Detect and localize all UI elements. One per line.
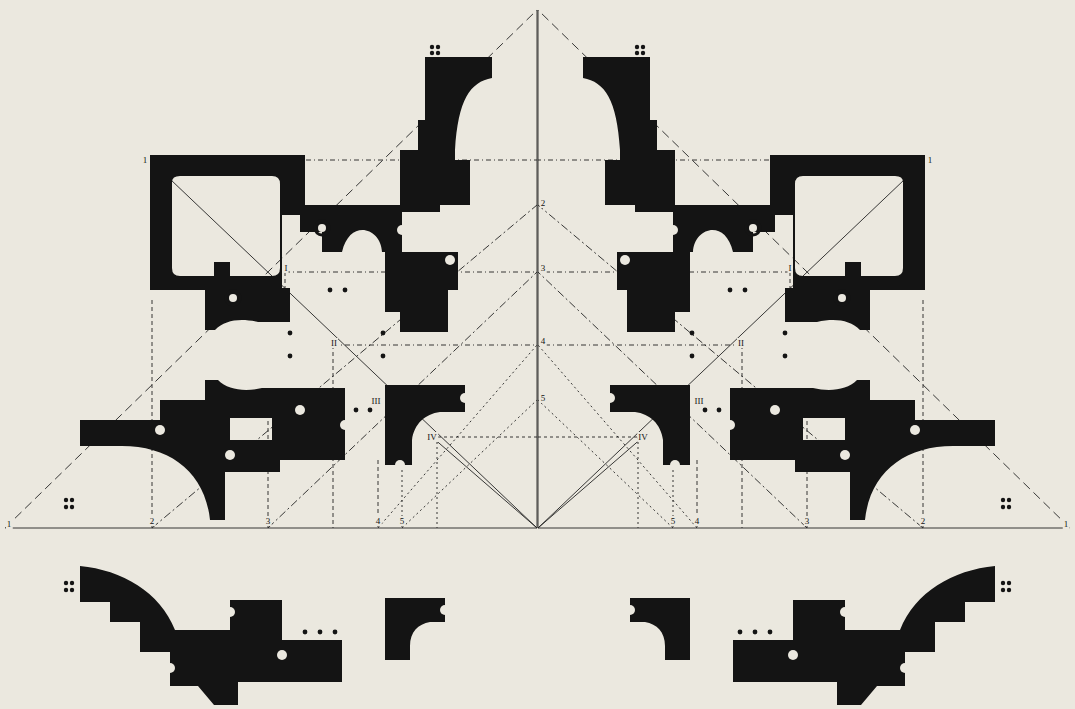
- point-label: 2: [540, 198, 547, 208]
- point-label: IV: [637, 432, 649, 442]
- point-label: 3: [540, 263, 547, 273]
- point-label: 1: [927, 155, 934, 165]
- point-label: 3: [804, 516, 811, 526]
- point-label: 2: [149, 516, 156, 526]
- point-label: 5: [399, 516, 406, 526]
- point-label: 5: [540, 393, 547, 403]
- point-label: 1: [1063, 519, 1070, 529]
- point-label: 3: [265, 516, 272, 526]
- point-label: 1: [6, 519, 13, 529]
- point-label: 4: [375, 516, 382, 526]
- point-label: III: [371, 396, 382, 406]
- point-label: 4: [540, 336, 547, 346]
- point-label: II: [737, 338, 745, 348]
- point-label: III: [694, 396, 705, 406]
- point-label: 2: [920, 516, 927, 526]
- plan-right: [538, 10, 1070, 705]
- point-label: II: [330, 338, 338, 348]
- point-label: IV: [426, 432, 438, 442]
- point-label: I: [788, 263, 793, 273]
- point-label: 1: [142, 155, 149, 165]
- plan-left: [5, 10, 537, 705]
- point-label: 4: [694, 516, 701, 526]
- point-label: I: [284, 263, 289, 273]
- point-label: 5: [670, 516, 677, 526]
